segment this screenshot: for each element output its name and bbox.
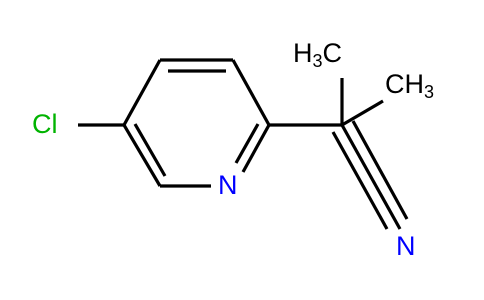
atom-label-chlorine: Cl <box>32 111 58 138</box>
bond-c2-c3 <box>231 59 271 126</box>
bond-c4-c1 <box>122 59 162 126</box>
methyl-right-subscript: 3 <box>424 82 435 102</box>
bond-c5-c4-inner <box>133 123 167 177</box>
chlorine-text: Cl <box>32 109 58 139</box>
methyl-left-c: C <box>322 38 343 68</box>
methyl-right-ch: CH <box>385 69 424 99</box>
methyl-left-subscript: 3 <box>312 51 323 71</box>
bond-quaternary-methyl-right <box>341 99 384 127</box>
bond-nitrile-3 <box>331 131 389 230</box>
bond-c3-n <box>241 124 271 173</box>
ring-nitrogen-text: N <box>218 170 238 200</box>
atom-label-nitrile-nitrogen: N <box>396 233 416 260</box>
methyl-left-h: H <box>293 38 313 68</box>
nitrile-nitrogen-text: N <box>396 231 416 261</box>
atom-label-methyl-right: CH3 <box>385 69 434 102</box>
bond-nitrile-1 <box>340 124 402 230</box>
bond-c5-c4 <box>122 124 162 187</box>
atom-label-methyl-left: H3C <box>293 38 343 71</box>
bond-nitrile-2 <box>351 120 409 220</box>
bond-c3-n-inner <box>234 123 260 164</box>
atom-label-ring-nitrogen: N <box>218 172 238 199</box>
